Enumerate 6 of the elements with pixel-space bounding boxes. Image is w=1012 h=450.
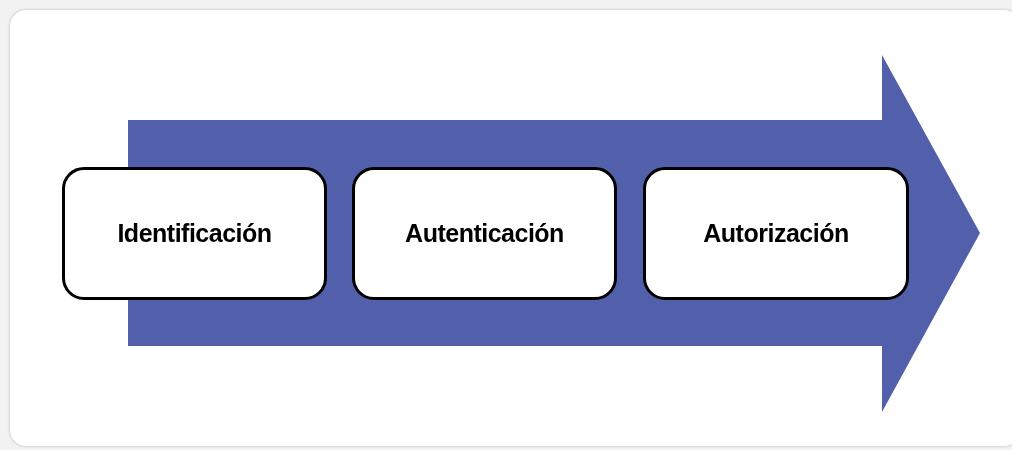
process-box	[352, 167, 617, 300]
step-label: Autorización	[703, 219, 849, 248]
process-box	[643, 167, 909, 300]
step-label: Autenticación	[405, 219, 564, 248]
process-box	[62, 167, 327, 300]
step-label: Identificación	[117, 219, 272, 248]
